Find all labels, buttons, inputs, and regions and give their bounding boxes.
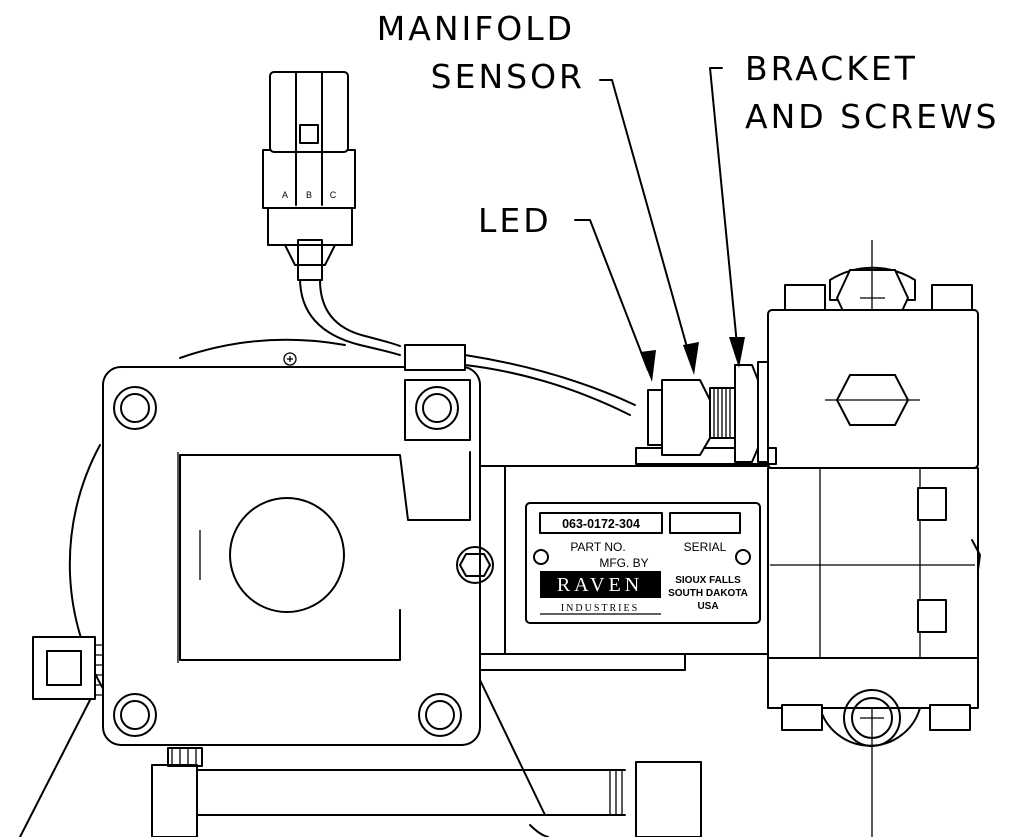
manifold-label-line2: SENSOR bbox=[431, 57, 585, 96]
side-fitting bbox=[19, 636, 103, 837]
country-text: USA bbox=[697, 601, 718, 612]
manifold-sensor-leader bbox=[599, 79, 699, 375]
pin-b-label: B bbox=[306, 190, 312, 200]
bolt-bottom-left bbox=[113, 693, 157, 737]
body-bolts bbox=[113, 379, 471, 737]
valve-block bbox=[767, 240, 981, 837]
state-text: SOUTH DAKOTA bbox=[668, 588, 748, 599]
mfg-by-label: MFG. BY bbox=[599, 556, 648, 570]
motor-body bbox=[102, 366, 481, 746]
outlet-pipe bbox=[151, 679, 702, 837]
bolt-bottom-right bbox=[418, 693, 462, 737]
led-leader bbox=[574, 219, 656, 382]
manifold-label-line1: MANIFOLD bbox=[377, 9, 575, 48]
sensor-assembly bbox=[635, 361, 777, 465]
nameplate: 063-0172-304 PART NO. SERIAL MFG. BY RAV… bbox=[525, 502, 761, 624]
serial-label: SERIAL bbox=[684, 540, 727, 554]
pin-a-label: A bbox=[282, 190, 288, 200]
bolt-top-right bbox=[415, 386, 459, 430]
bracket-leader bbox=[709, 67, 745, 368]
bolt-top-left bbox=[113, 386, 157, 430]
cable-connector: A B C bbox=[262, 71, 636, 416]
leader-lines bbox=[574, 67, 745, 382]
led-label: LED bbox=[478, 201, 552, 240]
pin-c-label: C bbox=[330, 190, 337, 200]
brand-logo: RAVEN bbox=[557, 574, 643, 596]
bracket-label-line1: BRACKET bbox=[745, 49, 918, 88]
callout-labels: MANIFOLD SENSOR BRACKET AND SCREWS LED bbox=[377, 9, 1000, 240]
part-no-label: PART NO. bbox=[570, 540, 625, 554]
part-number-value: 063-0172-304 bbox=[562, 517, 640, 531]
city-text: SIOUX FALLS bbox=[675, 575, 741, 586]
bracket-label-line2: AND SCREWS bbox=[745, 97, 1000, 136]
brand-subtitle: INDUSTRIES bbox=[561, 603, 639, 614]
